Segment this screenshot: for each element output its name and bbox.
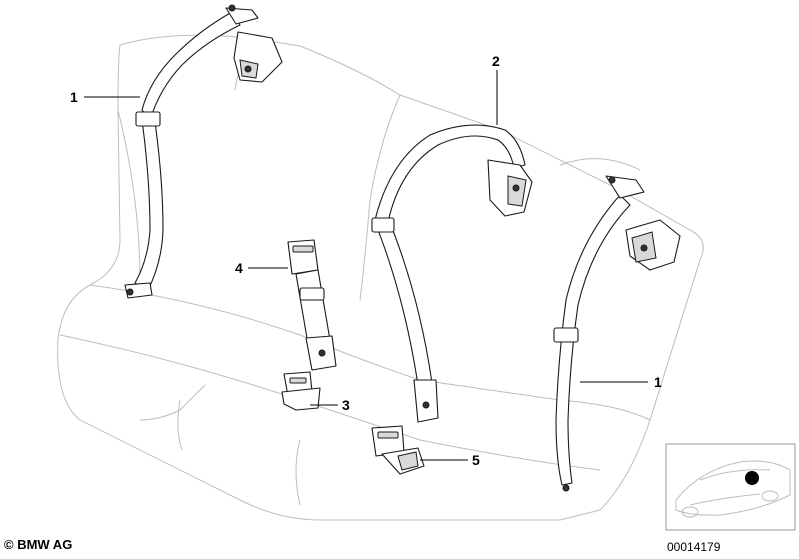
anchor-bolt-icon (126, 288, 134, 296)
anchor-bolt-icon (562, 484, 570, 492)
callout-label-2: 2 (492, 53, 500, 69)
buckle-part-5 (371, 425, 425, 475)
location-marker-icon (745, 471, 759, 485)
callout-label-3: 3 (342, 397, 350, 413)
center-belt-guide (371, 217, 395, 233)
copyright-text: © BMW AG (4, 537, 73, 552)
center-seatbelt (371, 124, 533, 423)
left-outer-seatbelt (124, 4, 283, 299)
buckle-with-strap (287, 239, 337, 371)
belt-guide-loop (135, 111, 161, 127)
left-retractor (233, 31, 283, 83)
right-belt-guide (553, 327, 579, 343)
callout-label-1-right: 1 (654, 374, 662, 390)
vehicle-inset-thumbnail (665, 443, 796, 531)
rear-seat-outline (57, 34, 704, 521)
callout-label-4: 4 (235, 260, 243, 276)
callout-label-1-left: 1 (70, 89, 78, 105)
leader-lines (84, 70, 648, 461)
buckle-head (287, 239, 319, 275)
right-outer-seatbelt (553, 175, 681, 492)
document-number: 00014179 (667, 540, 721, 554)
buckle-part-3 (281, 371, 321, 411)
callout-label-5: 5 (472, 452, 480, 468)
